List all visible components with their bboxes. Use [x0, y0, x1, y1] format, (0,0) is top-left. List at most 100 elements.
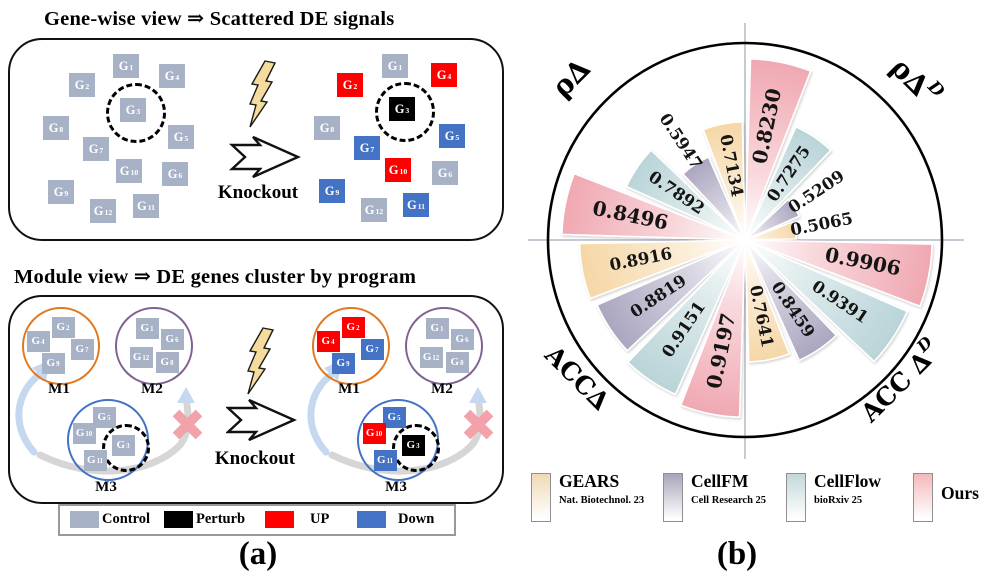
- caption-a: (a): [238, 536, 278, 572]
- cellfm-swatch: [663, 473, 683, 522]
- knockout-graphic-bottom: [226, 327, 297, 442]
- legend-item-ours: Ours: [913, 473, 993, 523]
- bar-gears-d: [744, 220, 798, 241]
- legend-label-down: Down: [398, 511, 435, 527]
- knockout-label-top: Knockout: [217, 182, 299, 203]
- perturb-swatch: [164, 511, 193, 528]
- legend-method-name: CellFlow: [814, 471, 882, 491]
- legend-method-name: CellFM: [691, 471, 749, 491]
- legend-label-perturb: Perturb: [196, 511, 246, 527]
- polar-chart-svg: 0.82300.72750.52090.50650.99060.93910.84…: [528, 23, 964, 459]
- lightning-icon: [247, 327, 275, 395]
- quadrant-label: ρ∆D: [884, 49, 948, 113]
- legend-label-control: Control: [102, 511, 151, 527]
- legend-label-up: UP: [310, 511, 330, 527]
- bar-gears-acc: [578, 239, 746, 300]
- perturbed-gene-ring: [102, 424, 150, 472]
- cross-out-x-after: [463, 409, 494, 440]
- module-circle-m2: [115, 307, 193, 385]
- module-view-box: [8, 295, 504, 504]
- arrowhead-m2: [177, 387, 195, 403]
- up-swatch: [265, 511, 294, 528]
- flow-path-m3-m1: [15, 370, 44, 456]
- bar-ours-: [561, 172, 746, 241]
- bar-cellflow-d: [744, 125, 832, 241]
- bar-ours-accd: [744, 239, 933, 308]
- knockout-graphic-top: [228, 60, 301, 178]
- lightning-icon: [249, 60, 277, 128]
- legend-item-cellflow: CellFlow bioRxiv 25: [786, 471, 906, 523]
- gears-swatch: [531, 473, 551, 522]
- gene-view-title: Gene-wise view ⇒ Scattered DE signals: [44, 8, 395, 30]
- module-circle-m1: [312, 307, 390, 385]
- perturbed-gene-ring: [106, 83, 166, 143]
- legend-method-name: GEARS: [559, 471, 620, 491]
- legend-method-venue: Cell Research 25: [691, 495, 767, 506]
- module-label-m2: M2: [431, 381, 453, 397]
- cross-out-x: [172, 409, 203, 440]
- caption-b: (b): [716, 536, 758, 572]
- bar-ours-acc: [679, 239, 746, 419]
- quadrant-label: ρ∆: [545, 52, 596, 103]
- module-label-m3: M3: [95, 479, 117, 495]
- legend-item-cellfm: CellFM Cell Research 25: [663, 471, 783, 523]
- module-circle-m2: [405, 307, 483, 385]
- legend-method-venue: bioRxiv 25: [814, 495, 863, 506]
- outer-circle: [546, 41, 944, 439]
- bar-cellfm-acc: [596, 239, 746, 352]
- bar-cellflow-accd: [744, 239, 909, 363]
- control-swatch: [70, 511, 99, 528]
- module-label-m3: M3: [385, 479, 407, 495]
- perturbed-gene-ring: [392, 424, 440, 472]
- gene-view-box: [8, 38, 504, 241]
- down-swatch: [357, 511, 386, 528]
- module-label-m1: M1: [338, 381, 360, 397]
- double-arrow-icon: [226, 398, 297, 442]
- knockout-label-bottom: Knockout: [214, 448, 296, 469]
- legend-item-gears: GEARS Nat. Biotechnol. 23: [531, 471, 659, 523]
- legend-method-name: Ours: [941, 483, 979, 503]
- bar-gears-: [702, 121, 746, 241]
- ours-swatch: [913, 473, 933, 522]
- status-legend: Control Perturb UP Down: [58, 504, 456, 536]
